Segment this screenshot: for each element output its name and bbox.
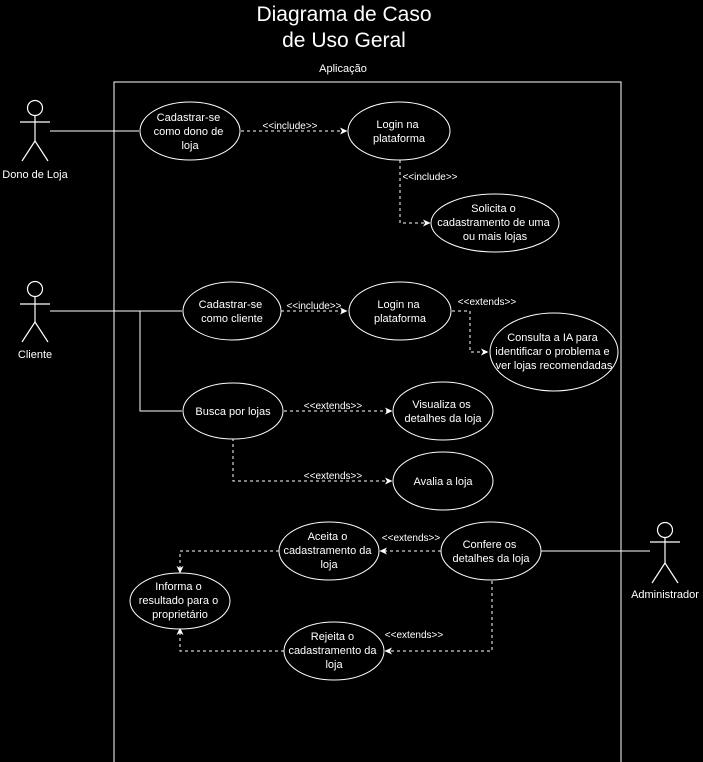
uc-visualiza-l1: Visualiza os [412,399,471,411]
uc-cadastrar-dono [139,101,241,161]
actor-cliente [20,280,50,343]
uc-informa-l3: proprietário [152,609,208,621]
uc-visualiza-l2: detalhes da loja [404,413,482,425]
actor-administrador [650,521,680,584]
actor-admin-label: Administrador [631,589,699,601]
uc-confere-l1: Confere os [463,539,517,551]
rel-extends-1: <<extends>> [458,297,517,308]
uc-avalia [392,451,494,511]
uc-cadastrar-dono-l1: Cadastrar-se [157,112,221,124]
uc-visualiza [392,381,494,441]
uc-solicita-l2: cadastramento de uma [437,217,550,229]
svg-text:Cadastrar-se como dono d: Cadastrar-se como dono de loja [154,112,227,152]
uc-consulta-ia [489,312,619,392]
uc-solicita-l3: ou mais lojas [463,231,528,243]
uc-confere-l2: detalhes da loja [452,553,530,565]
svg-text:Consulta a IA para ident: Consulta a IA para identificar o problem… [495,332,613,372]
uc-informa-l2: resultado para o [139,595,219,607]
svg-text:Visualiza os detalhes da: Visualiza os detalhes da loja [404,399,482,425]
rel-extends-2: <<extends>> [304,401,363,412]
uc-login-cliente-l1: Login na [377,299,420,311]
uc-aceita [278,521,380,581]
uc-confere [440,521,542,581]
svg-text:Aceita o cadastramento d: Aceita o cadastramento da loja [283,531,374,571]
uc-login-dono [347,101,451,161]
system-label: Aplicação [319,63,367,75]
svg-text:Confere os detalhes da l: Confere os detalhes da loja [452,539,530,565]
uc-rejeita [283,621,385,681]
uc-busca-label: Busca por lojas [195,406,271,418]
uc-consulta-ia-l3: ver lojas recomendadas [496,360,613,372]
uc-busca [182,382,284,440]
associations [50,130,650,552]
uc-solicita-l1: Solicita o [471,203,516,215]
svg-text:Login na plataforma: Login na plataforma [373,119,426,145]
rel-extends-5: <<extends>> [385,630,444,641]
diagram-title-line1: Diagrama de Caso [256,3,431,26]
uc-login-cliente-l2: plataforma [374,313,427,325]
uc-cadastrar-dono-l3: loja [181,140,199,152]
actor-cliente-label: Cliente [18,349,52,361]
uc-cadastrar-cliente-l1: Cadastrar-se [199,299,263,311]
uc-informa [129,572,231,630]
dependency-lines [176,127,493,655]
uc-cadastrar-cliente [182,281,282,341]
svg-text:Solicita o cadastramento: Solicita o cadastramento de uma ou mais … [437,203,553,243]
rel-extends-3: <<extends>> [304,471,363,482]
uc-rejeita-l1: Rejeita o [311,631,354,643]
uc-rejeita-l3: loja [325,659,343,671]
uc-informa-l1: Informa o [155,581,201,593]
rel-include-1: <<include>> [262,121,317,132]
uc-consulta-ia-l2: identificar o problema e [495,346,609,358]
uc-login-dono-l1: Login na [376,119,419,131]
uc-login-dono-l2: plataforma [373,133,426,145]
uc-login-cliente [348,281,452,341]
uc-aceita-l1: Aceita o [308,531,348,543]
rel-extends-4: <<extends>> [382,533,441,544]
uc-aceita-l2: cadastramento da [283,545,372,557]
rel-include-2: <<include>> [402,172,457,183]
svg-text:Informa o resultado para: Informa o resultado para o proprietário [139,581,222,621]
uc-aceita-l3: loja [320,559,338,571]
system-boundary [113,81,622,762]
diagram-title-line2: de Uso Geral [282,29,406,52]
uc-cadastrar-dono-l2: como dono de [154,126,224,138]
uc-rejeita-l2: cadastramento da [288,645,377,657]
uc-consulta-ia-l1: Consulta a IA para [507,332,598,344]
svg-text:Rejeita o cadastramento: Rejeita o cadastramento da loja [288,631,379,671]
actor-dono-de-loja [20,99,50,162]
svg-text:Cadastrar-se como client: Cadastrar-se como cliente [199,299,266,325]
uc-cadastrar-cliente-l2: como cliente [201,313,263,325]
uc-avalia-label: Avalia a loja [413,476,473,488]
uc-solicita [430,193,560,253]
actor-dono-label: Dono de Loja [2,169,68,181]
svg-text:Login na plataforma: Login na plataforma [374,299,427,325]
rel-include-3: <<include>> [286,301,341,312]
